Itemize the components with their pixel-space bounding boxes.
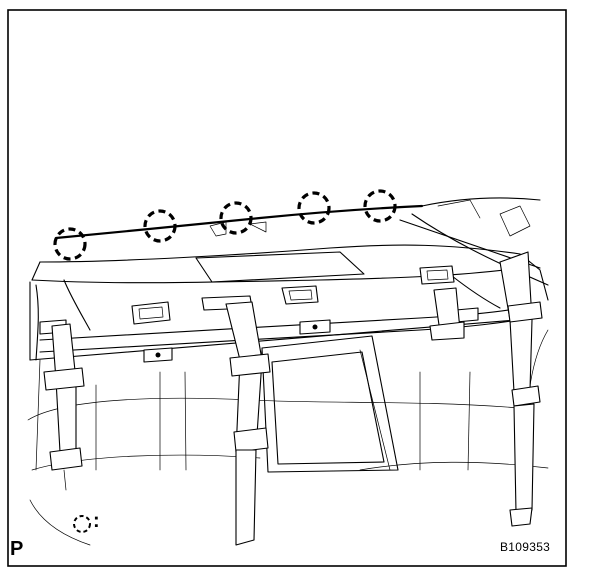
figure-border bbox=[7, 9, 567, 567]
package-tray bbox=[29, 197, 549, 361]
clip-callout bbox=[143, 209, 177, 243]
seat-belt-center bbox=[225, 301, 271, 546]
clip-callout bbox=[219, 201, 253, 235]
seat-belt-right-center bbox=[429, 287, 465, 341]
center-pass-through bbox=[251, 335, 399, 473]
clip-callout bbox=[363, 189, 397, 223]
clip-callouts bbox=[53, 189, 397, 261]
figure-id: B109353 bbox=[500, 540, 551, 554]
clip-callout bbox=[53, 227, 87, 261]
legend-text: : bbox=[93, 510, 100, 532]
legend-symbol bbox=[73, 515, 91, 533]
corner-label: P bbox=[10, 538, 24, 560]
belt-escutcheons bbox=[131, 265, 455, 325]
clip-callout bbox=[297, 191, 331, 225]
seat-belt-right bbox=[499, 251, 543, 527]
seat-backs bbox=[27, 329, 549, 546]
seat-belt-left bbox=[43, 323, 85, 491]
